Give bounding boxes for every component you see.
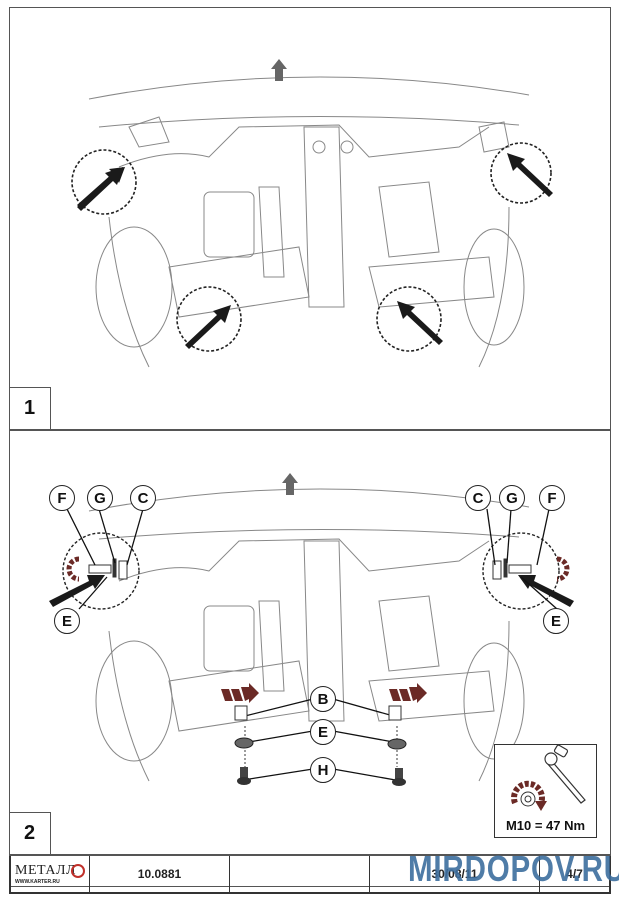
callout-g-left: G — [87, 485, 113, 511]
logo-text: МЕТАЛЛ — [15, 863, 76, 878]
callout-e-right: E — [543, 608, 569, 634]
step-1-panel: 1 — [9, 7, 611, 431]
callout-h-center: H — [310, 757, 336, 783]
logo-emblem-icon — [71, 864, 85, 878]
step-2-illustration — [49, 473, 574, 786]
part-number: 10.0881 — [90, 856, 230, 892]
callout-c-right: C — [465, 485, 491, 511]
step-2-panel: F G C E C G F E B E H 2 — [9, 431, 611, 856]
date: 30/08/11 — [370, 856, 540, 892]
blank-cell — [230, 856, 370, 892]
step-number-1: 1 — [9, 387, 51, 429]
torque-label: M10 = 47 Nm — [505, 818, 586, 833]
company-logo: МЕТАЛЛ WWW.KARTER.RU — [11, 856, 90, 892]
step-number-2: 2 — [9, 812, 51, 854]
callout-c-left: C — [130, 485, 156, 511]
title-block: МЕТАЛЛ WWW.KARTER.RU 10.0881 30/08/11 4/… — [9, 856, 611, 894]
drawing-frame — [9, 7, 611, 887]
forward-arrow-icon — [282, 473, 298, 495]
forward-arrow-icon — [271, 59, 287, 81]
callout-g-right: G — [499, 485, 525, 511]
callout-e-left: E — [54, 608, 80, 634]
step-1-illustration — [71, 59, 553, 368]
callout-f-right: F — [539, 485, 565, 511]
page-number: 4/7 — [566, 867, 583, 881]
ratchet-wrench-icon — [511, 744, 586, 811]
callout-f-left: F — [49, 485, 75, 511]
callout-b-center: B — [310, 686, 336, 712]
torque-spec-box: M10 = 47 Nm — [494, 744, 597, 838]
callout-e-center: E — [310, 719, 336, 745]
logo-url: WWW.KARTER.RU — [15, 879, 60, 885]
